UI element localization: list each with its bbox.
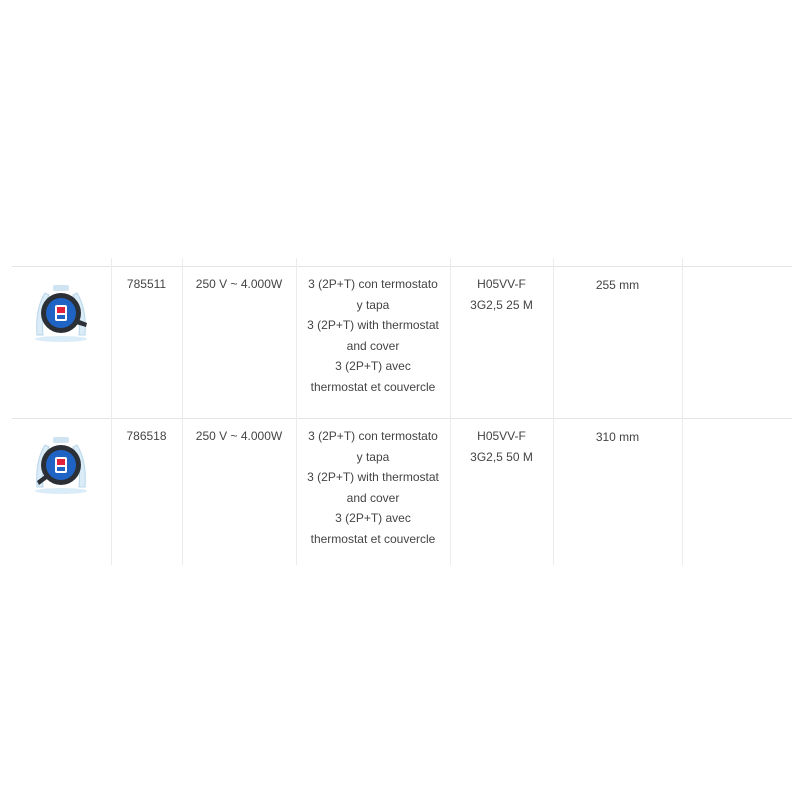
cable-cell: H05VV-F 3G2,5 25 M (449, 266, 553, 419)
size-cell: 310 mm (552, 418, 682, 565)
power-cell: 250 V ~ 4.000W (181, 266, 296, 419)
cable-reel-icon (35, 437, 88, 494)
cable-reel-icon (35, 285, 88, 342)
product-table: 785511 250 V ~ 4.000W 3 (2P+T) con termo… (12, 258, 792, 565)
empty-cell (681, 266, 792, 419)
cable-cell: H05VV-F 3G2,5 50 M (449, 418, 553, 565)
empty-cell (681, 418, 792, 565)
product-image-cell (12, 418, 111, 565)
reference-cell: 785511 (110, 266, 182, 419)
table-top-spacer (12, 258, 792, 267)
power-cell: 250 V ~ 4.000W (181, 418, 296, 565)
product-image-cell (12, 266, 111, 419)
table-row: 785511 250 V ~ 4.000W 3 (2P+T) con termo… (12, 266, 792, 419)
table-row: 786518 250 V ~ 4.000W 3 (2P+T) con termo… (12, 418, 792, 565)
reference-cell: 786518 (110, 418, 182, 565)
size-cell: 255 mm (552, 266, 682, 419)
sockets-cell: 3 (2P+T) con termostato y tapa 3 (2P+T) … (295, 266, 450, 419)
sockets-cell: 3 (2P+T) con termostato y tapa 3 (2P+T) … (295, 418, 450, 565)
